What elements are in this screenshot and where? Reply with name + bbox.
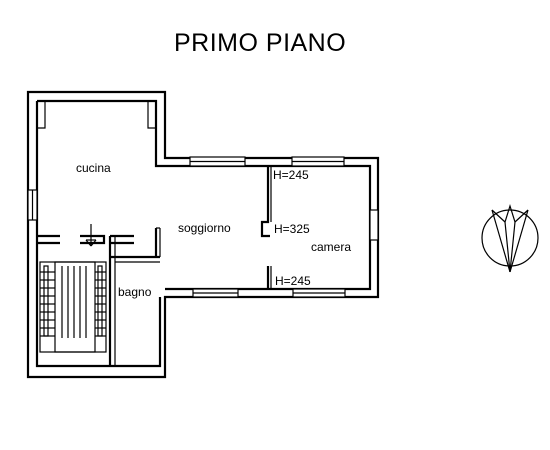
room-label-camera: camera [311,240,351,254]
bottom-windows [192,288,346,298]
interior-walls [37,227,161,366]
room-label-bagno: bagno [118,285,152,299]
height-label-middle: H=325 [274,222,310,236]
room-label-cucina: cucina [76,161,111,175]
compass-north-arrow-icon [481,203,539,273]
height-label-top: H=245 [273,168,309,182]
kitchen-corner [37,101,156,129]
top-windows [189,156,345,167]
room-label-soggiorno: soggiorno [178,221,231,235]
kitchen-window [27,189,38,221]
plan-title: PRIMO PIANO [174,29,346,57]
staircase [39,261,107,353]
camera-side-window [369,209,379,241]
bedroom-partition [260,166,272,289]
door-swing [85,224,97,247]
height-label-bottom: H=245 [275,274,311,288]
